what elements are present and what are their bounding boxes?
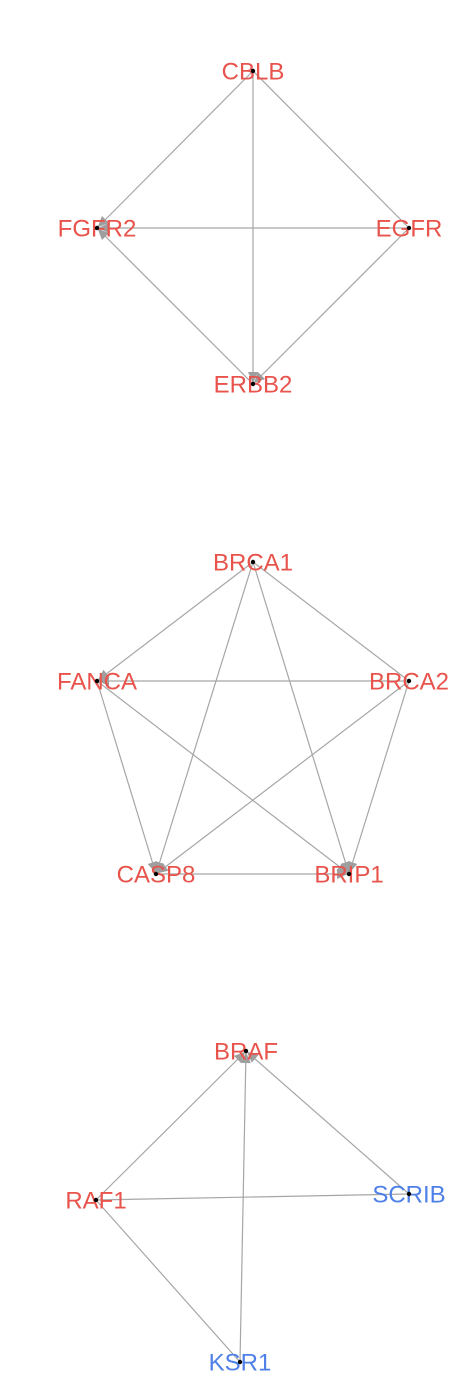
node-dot-brca2 — [406, 678, 412, 684]
arrowhead-braf — [233, 1051, 246, 1064]
node-dot-brca1 — [250, 559, 256, 565]
edge-brca1-casp8 — [155, 561, 254, 875]
node-dot-braf — [243, 1048, 249, 1054]
arrowhead-fgfr2 — [97, 228, 110, 241]
node-dot-raf1 — [93, 1197, 99, 1203]
arrowhead-braf — [246, 1051, 259, 1063]
node-dot-ksr1 — [237, 1359, 243, 1365]
edge-egfr-erbb2 — [252, 227, 410, 385]
edge-brca2-casp8 — [155, 680, 410, 875]
edge-scrib-raf1 — [95, 1193, 410, 1201]
arrowhead-casp8 — [156, 862, 169, 874]
edge-ksr1-braf — [239, 1050, 247, 1363]
node-dot-brip1 — [346, 871, 352, 877]
node-dot-fanca — [94, 678, 100, 684]
arrowhead-fgfr2 — [98, 223, 109, 233]
arrowhead-braf — [240, 1051, 251, 1064]
arrowheads-layer — [97, 215, 358, 1064]
arrowhead-brip1 — [337, 869, 348, 879]
edge-fanca-casp8 — [96, 680, 157, 875]
edge-brca1-fanca — [96, 561, 254, 682]
edge-ksr1-raf1 — [95, 1199, 241, 1363]
arrowhead-casp8 — [147, 861, 158, 874]
node-dot-egfr — [406, 225, 412, 231]
edge-erbb2-fgfr2 — [96, 227, 254, 385]
edge-brca1-brip1 — [252, 561, 350, 875]
edge-brca1-brca2 — [252, 561, 410, 682]
edge-cblb-fgfr2 — [96, 70, 254, 229]
edge-brca2-brip1 — [348, 680, 410, 875]
node-dots-layer — [93, 68, 412, 1365]
node-dot-erbb2 — [250, 381, 256, 387]
edge-raf1-braf — [95, 1050, 247, 1201]
node-dot-fgfr2 — [94, 225, 100, 231]
arrowhead-fgfr2 — [97, 215, 110, 228]
arrowhead-erbb2 — [248, 372, 258, 383]
arrowhead-erbb2 — [253, 371, 266, 384]
node-dot-scrib — [406, 1191, 412, 1197]
node-dot-casp8 — [153, 871, 159, 877]
edge-fanca-brip1 — [96, 680, 350, 875]
arrowhead-fanca — [98, 676, 109, 686]
edges-layer — [95, 70, 410, 1363]
node-dot-cblb — [250, 68, 256, 74]
arrowhead-brip1 — [347, 861, 358, 874]
edge-scrib-braf — [245, 1050, 410, 1195]
edge-cblb-egfr — [252, 70, 410, 229]
